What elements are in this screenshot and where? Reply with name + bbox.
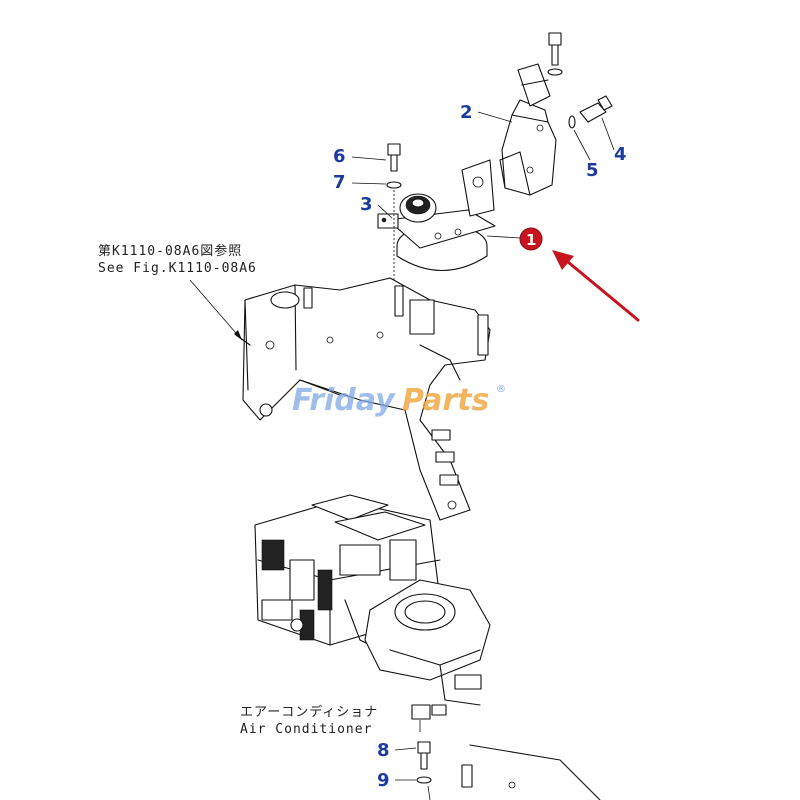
bolt-part-6 bbox=[386, 143, 402, 300]
bolt-part-4 bbox=[568, 95, 613, 129]
reference-text-jp: 第K1110-08A6図参照 bbox=[98, 243, 242, 259]
callout-5: 5 bbox=[586, 160, 599, 181]
watermark-part1: Friday bbox=[292, 383, 396, 418]
callout-3: 3 bbox=[360, 194, 373, 215]
assembly-label-en: Air Conditioner bbox=[240, 722, 372, 737]
assembly-label-jp: エアーコンディショナ bbox=[240, 704, 378, 720]
callout-1-badge: 1 bbox=[486, 227, 543, 251]
callout-1: 1 bbox=[526, 231, 536, 249]
callout-7: 7 bbox=[333, 172, 346, 193]
callout-9: 9 bbox=[377, 770, 390, 791]
horn-part-1 bbox=[377, 159, 496, 271]
watermark-logo: Friday Parts ® bbox=[292, 383, 506, 418]
floor-plate bbox=[461, 744, 601, 800]
reference-text-en: See Fig.K1110-08A6 bbox=[98, 261, 257, 276]
watermark-part2: Parts bbox=[402, 383, 489, 418]
callout-8: 8 bbox=[377, 740, 390, 761]
highlight-arrow bbox=[552, 250, 640, 322]
air-conditioner-unit bbox=[254, 494, 491, 732]
bolt-part-8 bbox=[416, 741, 432, 800]
callout-2: 2 bbox=[460, 102, 473, 123]
watermark-registered: ® bbox=[496, 384, 506, 395]
callout-6: 6 bbox=[333, 146, 346, 167]
reference-leader bbox=[189, 279, 243, 341]
callout-4: 4 bbox=[614, 144, 627, 165]
bolt-bracket-top bbox=[547, 32, 563, 76]
bracket-part-2 bbox=[499, 63, 557, 196]
main-frame bbox=[235, 277, 491, 521]
